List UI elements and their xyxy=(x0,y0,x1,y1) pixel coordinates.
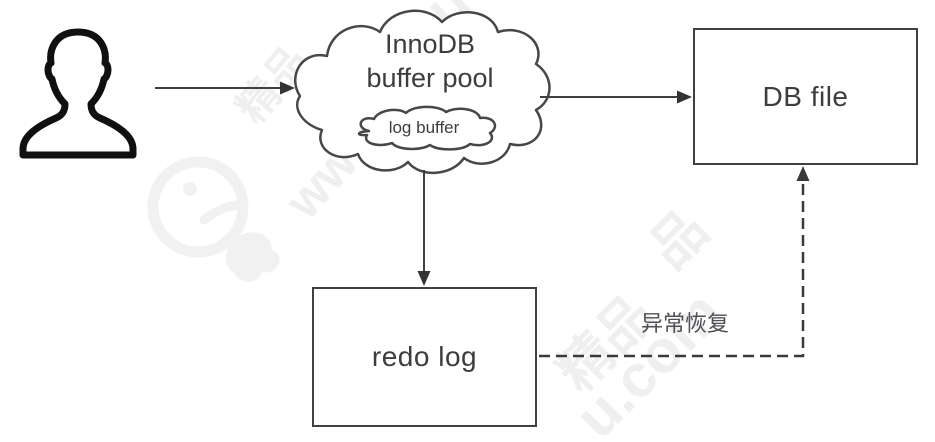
arrow-user-to-buffer-pool xyxy=(155,81,295,95)
db-file-box: DB file xyxy=(693,28,918,165)
redo-log-label: redo log xyxy=(371,341,478,372)
recovery-edge-label: 异常恢复 xyxy=(640,311,729,336)
cloud-title-line2: buffer pool xyxy=(366,63,494,93)
arrow-buffer-pool-to-db-file xyxy=(540,90,692,104)
log-buffer-label: log buffer xyxy=(388,118,460,137)
log-buffer-cloud xyxy=(357,105,497,151)
cloud-title: InnoDB buffer pool xyxy=(320,27,540,95)
user-icon xyxy=(19,28,137,159)
cloud-title-line1: InnoDB xyxy=(384,29,476,59)
watermark-logo-icon xyxy=(147,156,280,282)
redo-log-box: redo log xyxy=(312,287,537,427)
arrow-buffer-pool-to-redo-log xyxy=(417,170,431,286)
db-file-label: DB file xyxy=(762,80,849,112)
dashed-arrow-redo-log-to-db-file xyxy=(539,166,810,358)
